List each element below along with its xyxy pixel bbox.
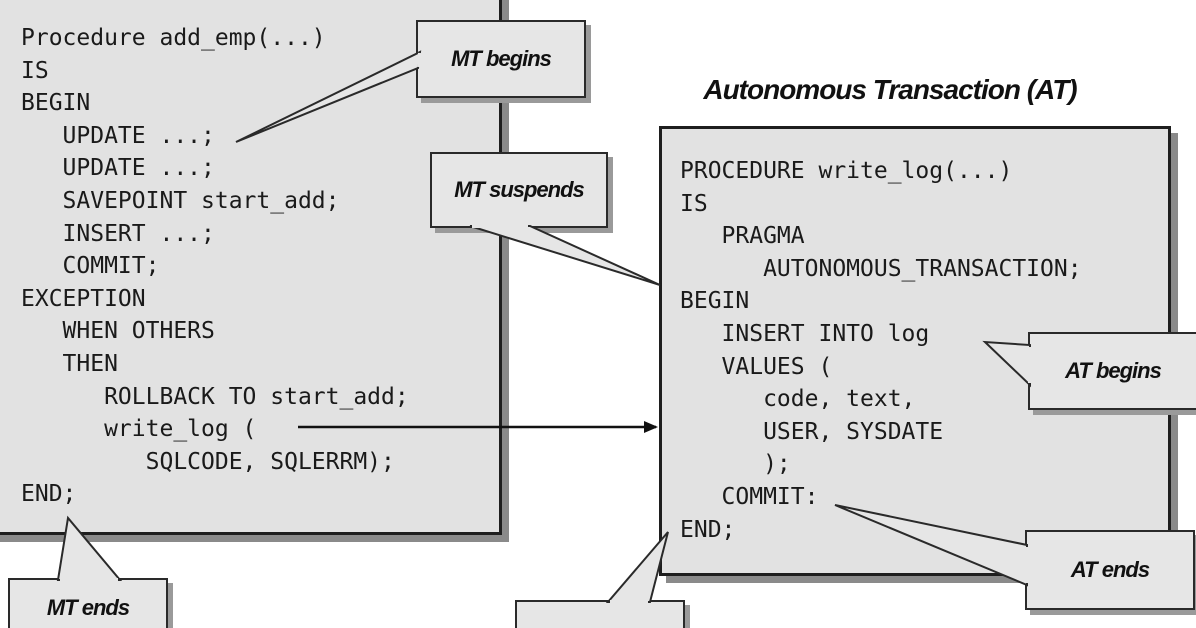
- code-line: SAVEPOINT start_add;: [21, 187, 340, 214]
- code-line: );: [680, 451, 791, 478]
- code-line: AUTONOMOUS_TRANSACTION;: [680, 255, 1082, 282]
- pointer-mt-suspends: [469, 225, 661, 286]
- code-line: COMMIT:: [680, 483, 819, 510]
- code-line: code, text,: [680, 386, 916, 413]
- code-line: COMMIT;: [21, 253, 160, 280]
- callout-at-begins: AT begins: [1028, 332, 1196, 410]
- pointer-at-ends: [834, 504, 1028, 587]
- code-line: IS: [680, 190, 708, 217]
- code-line: write_log (: [21, 416, 257, 443]
- code-line: USER, SYSDATE: [680, 418, 944, 445]
- code-line: PROCEDURE write_log(...): [680, 158, 1013, 184]
- callout-partial-bottom: [515, 600, 685, 628]
- callout-mt-begins: MT begins: [416, 20, 586, 98]
- code-line: ROLLBACK TO start_add;: [21, 383, 409, 410]
- code-line: Procedure add_emp(...): [21, 25, 326, 51]
- code-line: BEGIN: [21, 90, 91, 117]
- code-line: UPDATE ...;: [21, 122, 215, 149]
- code-line: UPDATE ...;: [21, 155, 215, 182]
- code-line: PRAGMA: [680, 223, 805, 250]
- code-line: END;: [680, 516, 736, 543]
- code-line: VALUES (: [680, 353, 833, 380]
- code-line: INSERT INTO log: [680, 320, 930, 347]
- code-line: THEN: [21, 350, 118, 377]
- code-line: WHEN OTHERS: [21, 318, 215, 345]
- pointer-partial-bottom: [605, 531, 669, 603]
- autonomous-transaction-code: PROCEDURE write_log(...) IS PRAGMA AUTON…: [680, 155, 1082, 546]
- code-line: END;: [21, 481, 77, 508]
- autonomous-transaction-title: Autonomous Transaction (AT): [703, 74, 1077, 105]
- code-line: EXCEPTION: [21, 285, 146, 312]
- code-line: IS: [21, 57, 49, 84]
- main-transaction-code: Procedure add_emp(...) IS BEGIN UPDATE .…: [21, 22, 409, 511]
- pointer-mt-begins: [235, 50, 422, 143]
- code-line: SQLCODE, SQLERRM);: [21, 448, 395, 475]
- code-line: BEGIN: [680, 288, 750, 315]
- code-line: INSERT ...;: [21, 220, 215, 247]
- pointer-at-begins: [982, 340, 1031, 388]
- callout-mt-ends: MT ends: [8, 578, 168, 628]
- pointer-mt-ends: [56, 515, 123, 581]
